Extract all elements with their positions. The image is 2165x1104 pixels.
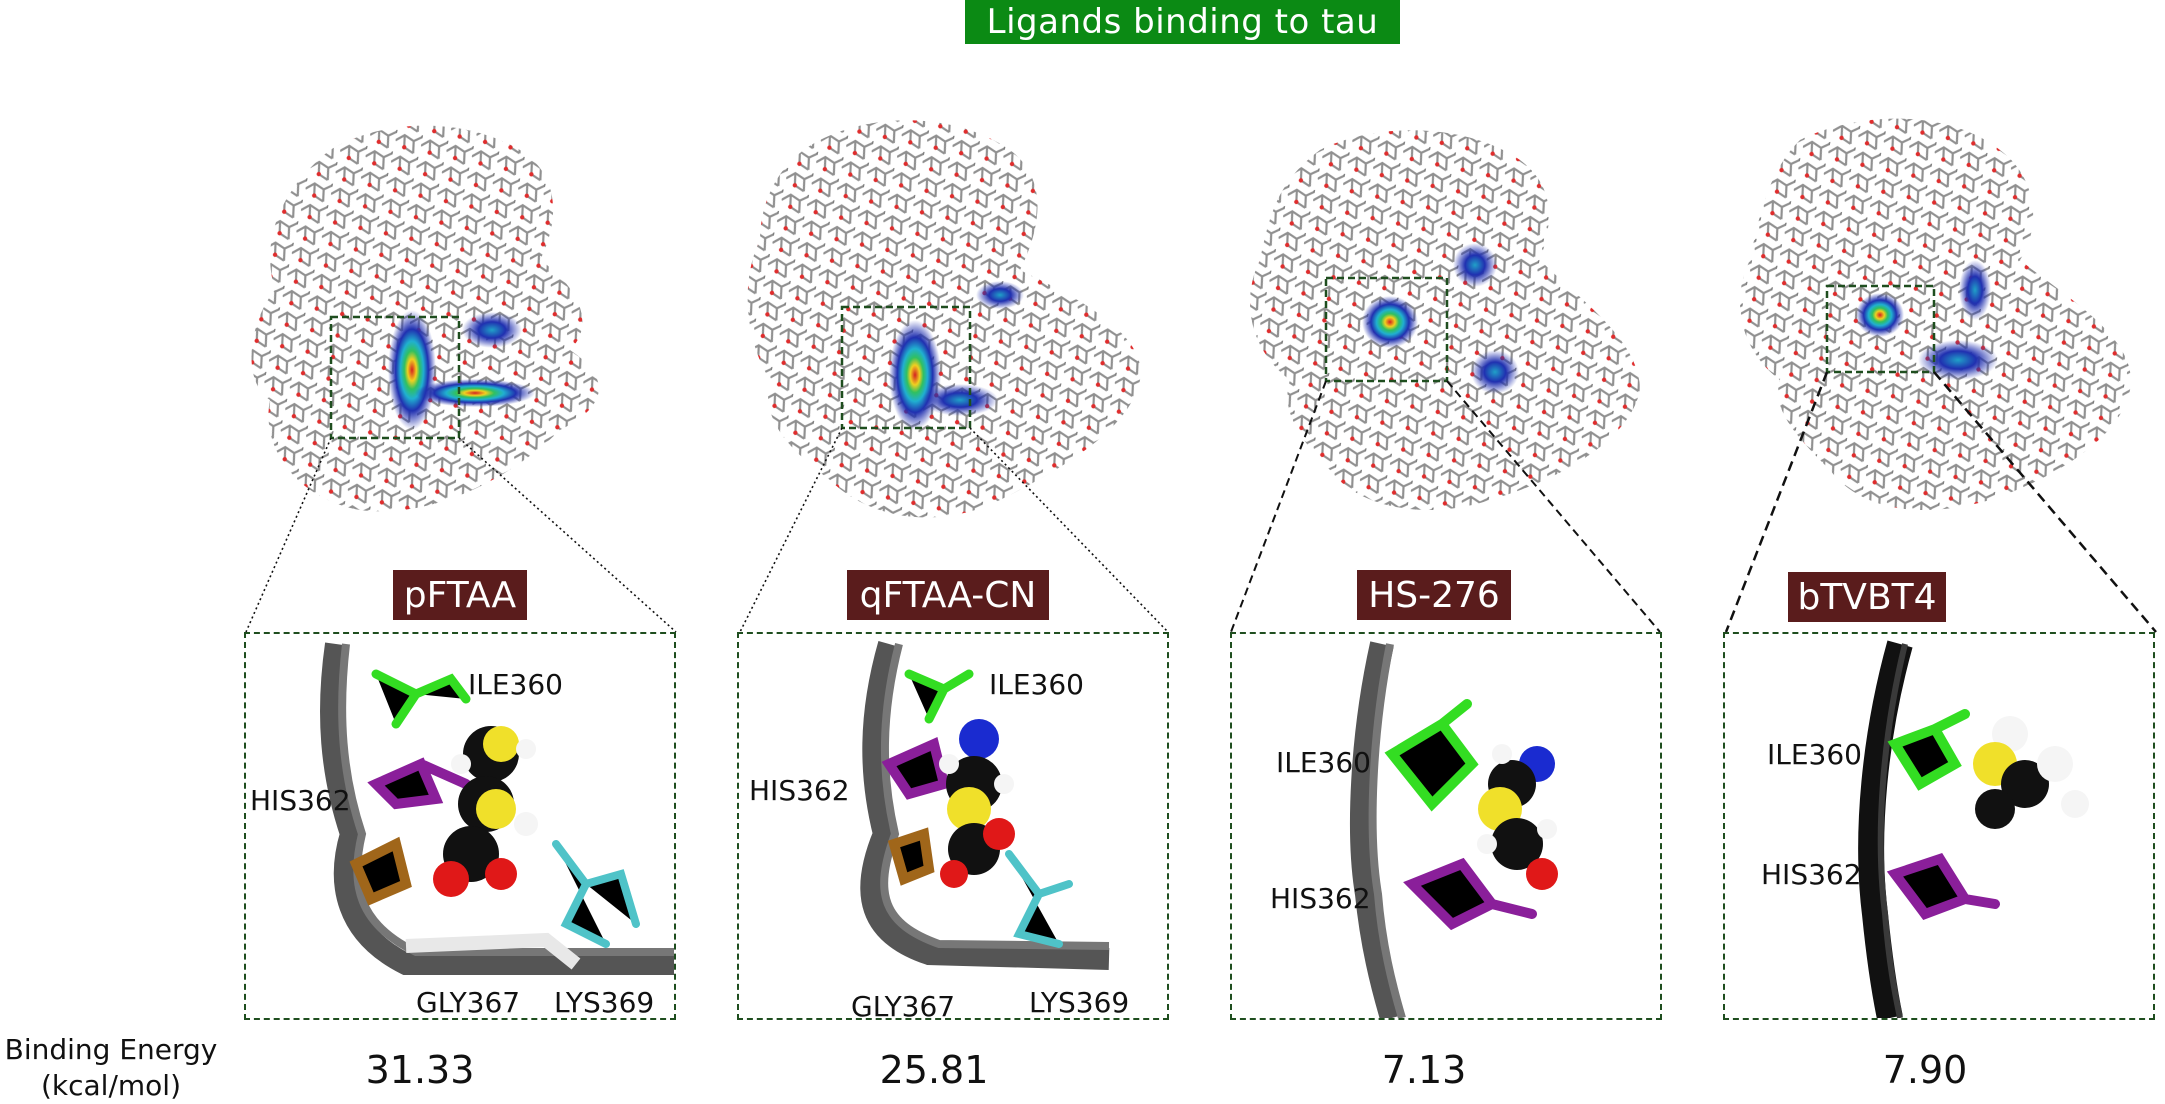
energy-value-pftaa: 31.33: [365, 1048, 475, 1092]
overview-structure-4: [1740, 118, 2131, 511]
residue-label-gly367: GLY367: [416, 986, 521, 1019]
binding-energy-label-line2: (kcal/mol): [40, 1069, 181, 1102]
overview-structure-1: [251, 125, 599, 512]
residue-label-ile360: ILE360: [468, 668, 563, 701]
overview-structure-2: [747, 120, 1141, 518]
ligand-label-btvbt4: bTVBT4: [1788, 572, 1946, 622]
residue-label-ile360: ILE360: [1276, 746, 1371, 779]
ligand-label-hs-276: HS-276: [1357, 570, 1511, 620]
binding-site-render-2: [860, 640, 1110, 970]
residue-label-lys369: LYS369: [1029, 986, 1130, 1019]
overview-structure-3: [1250, 130, 1640, 510]
zoom-panel-pftaa: ILE360 HIS362 GLY367 LYS369: [244, 632, 676, 1020]
binding-site-render-3: [1350, 641, 1558, 1018]
energy-value-btvbt4: 7.90: [1882, 1048, 1968, 1092]
figure-title: Ligands binding to tau: [965, 0, 1400, 44]
residue-label-his362: HIS362: [1761, 858, 1862, 891]
binding-site-render-1: [320, 642, 674, 975]
residue-label-his362: HIS362: [250, 784, 351, 817]
energy-value-hs-276: 7.13: [1381, 1048, 1467, 1092]
residue-label-ile360: ILE360: [1767, 738, 1862, 771]
ligand-label-pftaa: pFTAA: [393, 570, 527, 620]
zoom-panel-hs-276: ILE360 HIS362: [1230, 632, 1662, 1020]
residue-label-lys369: LYS369: [554, 986, 655, 1019]
residue-label-ile360: ILE360: [989, 668, 1084, 701]
zoom-panel-btvbt4: ILE360 HIS362: [1723, 632, 2155, 1020]
binding-energy-label-line1: Binding Energy: [4, 1033, 218, 1066]
binding-energy-label: Binding Energy (kcal/mol): [0, 1032, 222, 1104]
energy-value-qftaa-cn: 25.81: [879, 1048, 989, 1092]
residue-label-his362: HIS362: [1270, 882, 1371, 915]
binding-site-render-4: [1858, 640, 2089, 1018]
zoom-panel-qftaa-cn: ILE360 HIS362 GLY367 LYS369: [737, 632, 1169, 1020]
residue-label-gly367: GLY367: [851, 990, 956, 1020]
residue-label-his362: HIS362: [749, 774, 850, 807]
ligand-label-qftaa-cn: qFTAA-CN: [847, 570, 1049, 620]
